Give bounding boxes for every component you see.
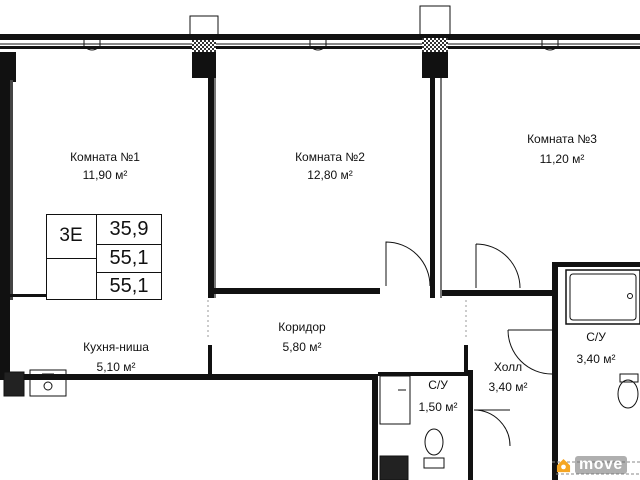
kitchen-area: 5,10 м² [96,360,136,374]
exterior-top-wall [0,34,640,49]
room-label-kitchen: Кухня-ниша 5,10 м² [68,340,164,374]
door-swings [385,241,640,475]
room-label-bath-small: С/У 1,50 м² [408,378,468,414]
room-label-room1: Комната №1 11,90 м² [60,150,150,182]
room1-name: Комната №1 [70,150,140,164]
kitchen-name: Кухня-ниша [83,340,149,354]
room3-area: 11,20 м² [539,152,585,166]
room-label-hall: Холл 3,40 м² [480,360,536,394]
apartment-area-table: 3Е 35,9 55,1 55,1 [46,214,162,300]
total-area-alt-value: 55,1 [109,275,149,297]
room2-name: Комната №2 [295,150,365,164]
area-table-grid [46,214,162,300]
room-label-bath-large: С/У 3,40 м² [566,330,626,366]
corridor-area: 5,80 м² [282,340,322,354]
room2-area: 12,80 м² [307,168,353,182]
bath-small-area: 1,50 м² [418,400,458,414]
bath-small-name: С/У [428,378,448,392]
room-label-room2: Комната №2 12,80 м² [280,150,380,182]
apartment-type-code: 3Е [59,225,83,246]
interior-walls [0,78,640,480]
room-label-corridor: Коридор 5,80 м² [254,320,350,354]
living-area-value: 35,9 [109,218,149,240]
kitchen-sink [3,369,67,397]
bath-large-name: С/У [586,330,606,344]
bathtub-large-bath [569,273,639,409]
room-label-room3: Комната №3 11,20 м² [514,132,610,166]
total-area-value: 55,1 [109,247,149,269]
toilet-small-bath [379,375,445,480]
structural-columns [0,38,448,82]
hall-name: Холл [493,360,523,374]
hall-area: 3,40 м² [488,380,528,394]
room1-area: 11,90 м² [82,168,128,182]
corridor-name: Коридор [278,320,326,334]
window-frames [83,5,559,51]
move-watermark: move [556,456,627,474]
left-exterior-wall [0,80,13,376]
house-logo-icon [556,458,571,472]
bath-large-area: 3,40 м² [576,352,616,366]
room3-name: Комната №3 [527,132,597,146]
watermark-text: move [575,456,627,474]
